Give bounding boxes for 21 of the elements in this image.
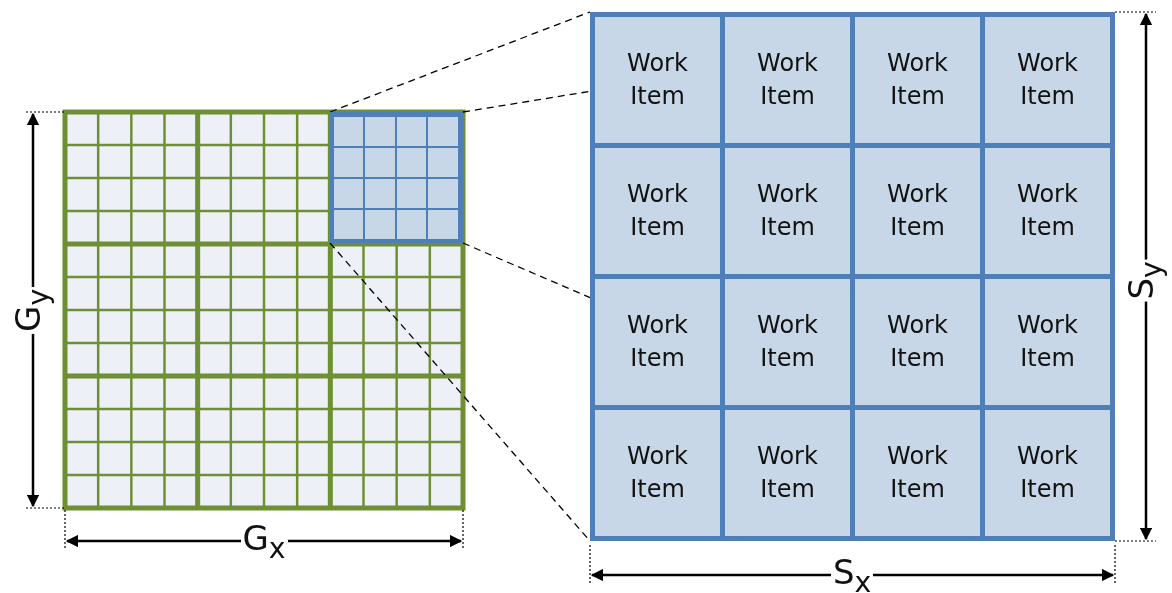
work-item-cell: Work Item: [725, 279, 850, 405]
work-item-cell: Work Item: [595, 148, 720, 274]
zoom-line: [462, 90, 591, 113]
work-item-cell: Work Item: [595, 17, 720, 143]
work-group-grid: [590, 12, 1115, 541]
zoom-line: [462, 242, 591, 299]
work-item-cell: Work Item: [595, 279, 720, 405]
work-item-cell: Work Item: [985, 148, 1110, 274]
work-item-cell: Work Item: [855, 148, 980, 274]
work-item-cell: Work Item: [725, 148, 850, 274]
work-item-cell: Work Item: [855, 410, 980, 536]
work-item-cell: Work Item: [855, 17, 980, 143]
work-item-cell: Work Item: [595, 410, 720, 536]
work-item-cell: Work Item: [725, 17, 850, 143]
work-item-cell: Work Item: [985, 279, 1110, 405]
work-item-cell: Work Item: [725, 410, 850, 536]
work-item-cell: Work Item: [985, 410, 1110, 536]
work-item-cell: Work Item: [985, 17, 1110, 143]
zoom-line: [329, 11, 591, 113]
highlighted-tile: [330, 112, 463, 243]
work-item-cell: Work Item: [855, 279, 980, 405]
